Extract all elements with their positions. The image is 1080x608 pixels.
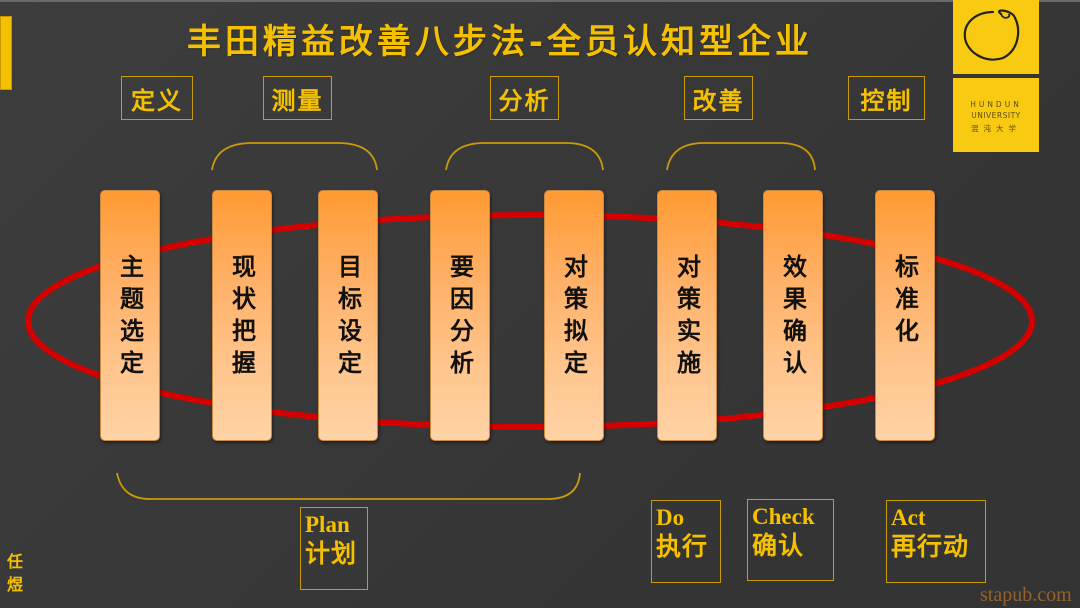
slide-title: 丰田精益改善八步法-全员认知型企业	[186, 22, 814, 62]
logo-top-panel	[953, 0, 1039, 74]
left-accent-bar	[0, 16, 12, 90]
watermark: stapub.com	[980, 584, 1072, 606]
top-border	[0, 0, 1080, 2]
phase-define: 定义	[121, 76, 193, 120]
step-label: 对策拟定	[559, 254, 589, 382]
enso-circle-icon	[963, 9, 1020, 61]
step-4-cause-analysis: 要因分析	[430, 190, 490, 441]
step-label: 对策实施	[672, 254, 702, 382]
step-1-topic-selection: 主题选定	[100, 190, 160, 441]
do-zh: 执行	[656, 531, 709, 561]
check-en: Check	[752, 504, 815, 529]
step-label: 主题选定	[115, 254, 145, 382]
logo-line-2: UNIVERSITY	[971, 111, 1021, 120]
pdca-act-box: Act 再行动	[886, 500, 986, 583]
measure-bracket	[211, 142, 378, 171]
logo-line-1: HUNDUN	[970, 100, 1022, 109]
analyze-bracket	[445, 142, 604, 171]
act-en: Act	[891, 505, 926, 530]
do-en: Do	[656, 505, 685, 530]
plan-en: Plan	[305, 512, 350, 537]
act-zh: 再行动	[891, 531, 970, 561]
step-label: 要因分析	[445, 254, 475, 382]
step-label: 效果确认	[778, 254, 808, 382]
pdca-plan-box: Plan 计划	[300, 507, 368, 590]
step-label: 目标设定	[333, 254, 363, 382]
phase-measure: 测量	[263, 76, 332, 120]
author-name: 任煜	[7, 552, 24, 594]
check-zh: 确认	[752, 530, 805, 560]
phase-analyze: 分析	[490, 76, 559, 120]
step-label: 标准化	[890, 254, 920, 350]
hundun-university-logo: HUNDUN UNIVERSITY 混沌大学	[953, 0, 1039, 152]
logo-line-3: 混沌大学	[971, 124, 1021, 133]
step-2-current-state: 现状把握	[212, 190, 272, 441]
logo-bottom-panel: HUNDUN UNIVERSITY 混沌大学	[953, 78, 1039, 152]
step-6-countermeasure-implementation: 对策实施	[657, 190, 717, 441]
step-label: 现状把握	[227, 254, 257, 382]
step-3-target-setting: 目标设定	[318, 190, 378, 441]
plan-zh: 计划	[305, 538, 358, 568]
phase-control: 控制	[848, 76, 925, 120]
improve-bracket	[666, 142, 816, 171]
step-7-effect-confirmation: 效果确认	[763, 190, 823, 441]
pdca-check-box: Check 确认	[747, 499, 834, 581]
plan-bracket	[116, 472, 581, 500]
phase-improve: 改善	[684, 76, 753, 120]
step-8-standardization: 标准化	[875, 190, 935, 441]
pdca-do-box: Do 执行	[651, 500, 721, 583]
pdca-loop-ellipse	[25, 212, 1035, 430]
step-5-countermeasure-planning: 对策拟定	[544, 190, 604, 441]
